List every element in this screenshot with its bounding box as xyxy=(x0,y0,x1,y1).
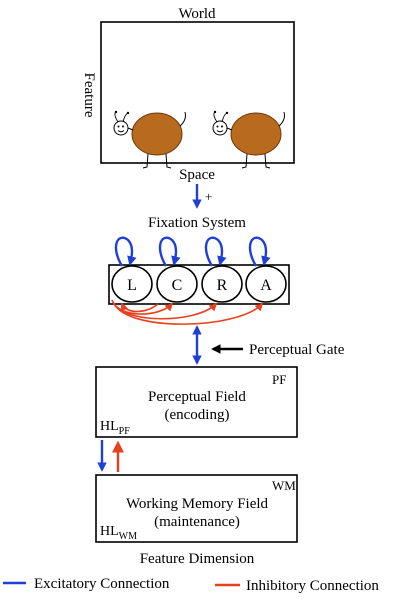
pf-title: Perceptual Field xyxy=(148,389,246,405)
working-memory-box xyxy=(95,474,298,543)
wm-tag: WM xyxy=(272,478,296,493)
feature-axis-label: Feature xyxy=(81,73,97,118)
space-axis-label: Space xyxy=(179,167,215,183)
pf-hl-label: HLPF xyxy=(100,419,130,437)
self-excitation-C-arrow xyxy=(158,236,181,267)
feature-dimension-label: Feature Dimension xyxy=(140,551,255,567)
inhibit-L-A-arrow xyxy=(113,302,264,325)
world-title: World xyxy=(178,6,216,22)
legend-inhibitory-label: Inhibitory Connection xyxy=(246,578,379,594)
self-excitation-L-arrow xyxy=(114,236,137,267)
pf-tag: PF xyxy=(272,372,286,387)
self-excitation-R-arrow xyxy=(204,236,227,267)
node-A-label: A xyxy=(260,277,272,294)
pf-subtitle: (encoding) xyxy=(165,407,230,423)
wm-subtitle: (maintenance) xyxy=(154,514,240,530)
legend-excitatory-label: Excitatory Connection xyxy=(34,576,170,592)
node-R-label: R xyxy=(217,277,228,294)
self-excitation-A-arrow xyxy=(248,236,271,267)
perceptual-gate-label: Perceptual Gate xyxy=(249,342,345,358)
wm-title: Working Memory Field xyxy=(126,496,269,512)
node-L-label: L xyxy=(127,277,137,294)
node-C xyxy=(156,265,198,303)
wm-hl-label: HLWM xyxy=(100,524,137,542)
node-L xyxy=(111,265,153,303)
fixation-title: Fixation System xyxy=(148,215,246,231)
perceptual-field-box xyxy=(95,366,298,438)
node-R xyxy=(201,265,243,303)
node-A xyxy=(245,265,287,303)
plus-sign: + xyxy=(205,189,212,204)
inhibit-C-L-arrow xyxy=(120,302,159,313)
node-C-label: C xyxy=(172,277,183,294)
